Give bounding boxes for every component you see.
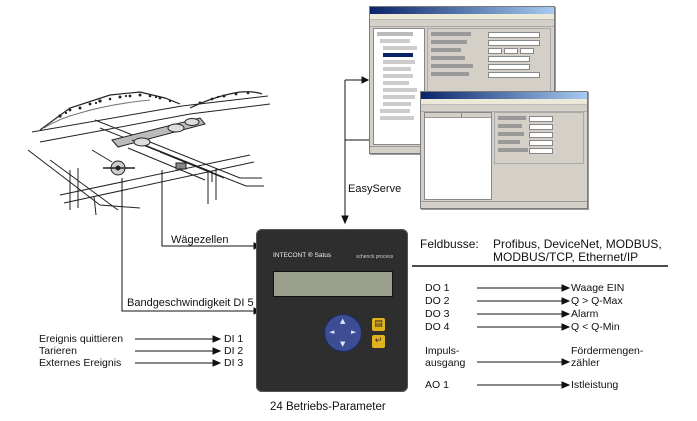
input-port: DI 2: [224, 345, 244, 357]
feldbusse-line1: Profibus, DeviceNet, MODBUS,: [493, 237, 662, 251]
output-port: DO 1: [425, 282, 450, 294]
easyserve-label: EasyServe: [348, 183, 402, 195]
analog-label: Istleistung: [571, 379, 619, 391]
input-label: Externes Ereignis: [39, 357, 122, 369]
output-label: Q > Q-Max: [571, 295, 623, 307]
window-toolbar[interactable]: [421, 105, 587, 112]
window-statusbar: [421, 201, 587, 208]
output-label: Waage EIN: [571, 282, 625, 294]
input-port: DI 3: [224, 357, 244, 369]
measurement-panel[interactable]: [494, 112, 584, 164]
device-display: [273, 271, 393, 297]
output-port: DO 2: [425, 295, 450, 307]
easyserve-window-front[interactable]: [420, 91, 588, 209]
counter-label: zähler: [571, 357, 600, 369]
window-menubar[interactable]: [370, 14, 554, 20]
input-port: DI 1: [224, 333, 244, 345]
output-port: DO 4: [425, 321, 450, 333]
feldbusse-label: Feldbusse:: [420, 237, 479, 251]
device-brand: schenck process: [356, 254, 394, 260]
input-label: Tarieren: [39, 345, 77, 357]
window-menubar[interactable]: [421, 99, 587, 105]
window-toolbar[interactable]: [370, 20, 554, 27]
impulse-label: Impuls-: [425, 345, 460, 357]
waegezellen-label: Wägezellen: [171, 234, 229, 246]
impulse-label: ausgang: [425, 357, 466, 369]
window-titlebar[interactable]: [370, 7, 554, 14]
event-list[interactable]: [424, 112, 492, 200]
intecont-controller: INTECONT ® Satus schenck process ▲ ▼ ◄ ►…: [256, 229, 408, 392]
menu-icon[interactable]: ▤: [372, 318, 385, 331]
feldbusse-line2: MODBUS/TCP, Ethernet/IP: [493, 250, 639, 264]
output-port: DO 3: [425, 308, 450, 320]
parameter-tree[interactable]: [373, 28, 425, 145]
output-label: Q < Q-Min: [571, 321, 620, 333]
output-label: Alarm: [571, 308, 599, 320]
bulk-material: [58, 93, 172, 118]
device-title: INTECONT ® Satus: [273, 252, 332, 259]
input-label: Ereignis quittieren: [39, 333, 124, 345]
four-arrow-navigation-icon[interactable]: ▲ ▼ ◄ ►: [325, 315, 361, 351]
enter-icon[interactable]: ↵: [372, 335, 385, 348]
analog-port: AO 1: [425, 379, 449, 391]
counter-label: Fördermengen-: [571, 345, 644, 357]
window-titlebar[interactable]: [421, 92, 587, 99]
parameter-form[interactable]: [427, 28, 551, 98]
parameter-count-label: 24 Betriebs-Parameter: [270, 401, 386, 413]
bandgeschwindigkeit-label: Bandgeschwindigkeit DI 5: [127, 297, 254, 309]
